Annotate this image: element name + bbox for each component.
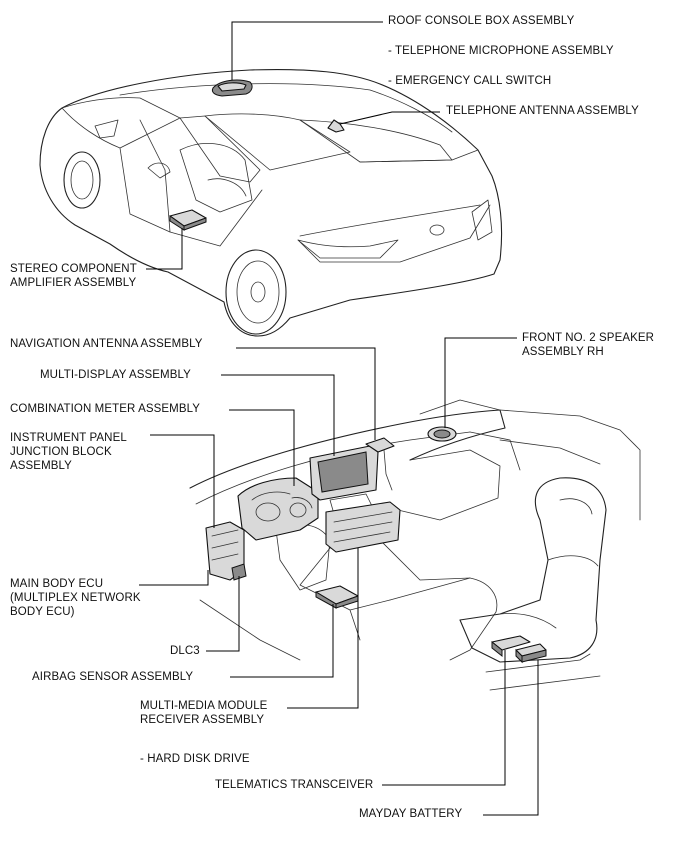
telephone-antenna-component xyxy=(327,119,345,133)
label-combination-meter: COMBINATION METER ASSEMBLY xyxy=(10,403,201,415)
interior-illustration xyxy=(189,399,641,691)
vehicle-illustration xyxy=(39,68,503,337)
label-hard-disk-drive: - HARD DISK DRIVE xyxy=(140,753,250,765)
label-airbag-sensor: AIRBAG SENSOR ASSEMBLY xyxy=(32,671,194,683)
label-navigation-antenna: NAVIGATION ANTENNA ASSEMBLY xyxy=(10,338,203,350)
telematics-transceiver-component xyxy=(491,635,531,658)
navigation-antenna-component xyxy=(365,437,395,491)
mayday-battery-component xyxy=(515,643,547,664)
stereo-amplifier-component xyxy=(169,209,207,231)
label-multi-media-module-receiver: MULTI-MEDIA MODULE RECEIVER ASSEMBLY xyxy=(140,700,268,726)
combination-meter-component xyxy=(237,477,319,541)
label-stereo-component-amplifier: STEREO COMPONENT AMPLIFIER ASSEMBLY xyxy=(10,263,137,289)
label-main-body-ecu: MAIN BODY ECU (MULTIPLEX NETWORK BODY EC… xyxy=(10,578,141,618)
label-telematics-transceiver: TELEMATICS TRANSCEIVER xyxy=(215,779,374,791)
airbag-sensor-component xyxy=(315,585,359,609)
multimedia-receiver-component xyxy=(325,501,401,553)
label-instrument-panel-junction-block: INSTRUMENT PANEL JUNCTION BLOCK ASSEMBLY xyxy=(10,432,127,472)
label-telephone-microphone: - TELEPHONE MICROPHONE ASSEMBLY xyxy=(388,45,614,57)
leader-lines xyxy=(139,21,539,816)
label-telephone-antenna: TELEPHONE ANTENNA ASSEMBLY xyxy=(446,105,639,117)
label-roof-console-box: ROOF CONSOLE BOX ASSEMBLY xyxy=(388,15,575,27)
label-multi-display: MULTI-DISPLAY ASSEMBLY xyxy=(40,369,191,381)
junction-block-component xyxy=(205,521,247,581)
label-emergency-call-switch: - EMERGENCY CALL SWITCH xyxy=(388,75,552,87)
roof-console-component xyxy=(211,79,253,97)
label-mayday-battery: MAYDAY BATTERY xyxy=(359,808,463,820)
front-speaker-component xyxy=(427,426,457,442)
multi-display-component xyxy=(309,445,379,515)
label-dlc3: DLC3 xyxy=(170,645,200,657)
label-front-no2-speaker: FRONT NO. 2 SPEAKER ASSEMBLY RH xyxy=(522,332,655,358)
